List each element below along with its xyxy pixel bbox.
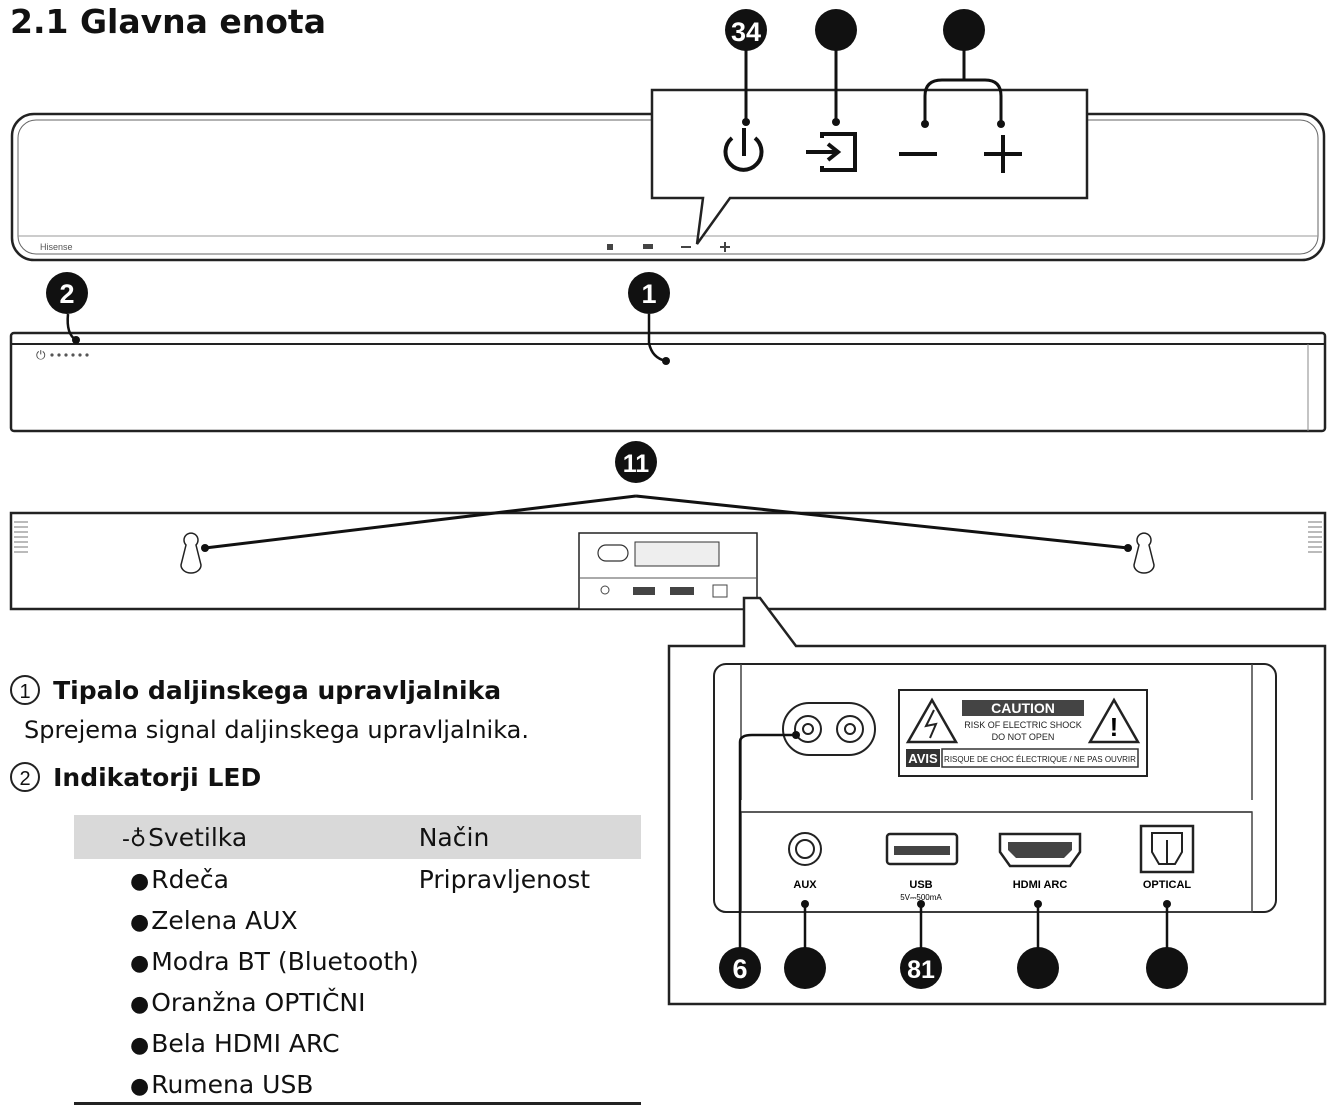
callout-volume [943, 9, 985, 51]
svg-text:2: 2 [59, 279, 74, 309]
table-row: ●Bela HDMI ARC [130, 1029, 340, 1058]
header-light: -♁Svetilka [74, 815, 419, 859]
caution-label: ! CAUTION RISK OF ELECTRIC SHOCK DO NOT … [898, 689, 1148, 777]
svg-text:HDMI ARC: HDMI ARC [1013, 879, 1068, 891]
table-row: ●Oranžna OPTIČNI [130, 988, 366, 1017]
svg-text:AUX: AUX [793, 879, 817, 891]
svg-text:RISK OF ELECTRIC SHOCK: RISK OF ELECTRIC SHOCK [964, 720, 1082, 730]
wall-mount-hole-left [180, 532, 202, 574]
svg-text:OPTICAL: OPTICAL [1143, 879, 1192, 891]
hdmi-port: HDMI ARC [998, 832, 1082, 891]
led-indicator-row: ⏻ [36, 348, 89, 362]
svg-text:⏻: ⏻ [36, 348, 46, 362]
svg-text:5V⎓500mA: 5V⎓500mA [900, 893, 942, 902]
soundbar-front-view: ⏻ [9, 313, 1327, 433]
led-table: -♁Svetilka Način ●Rdeča Pripravljenost ●… [74, 815, 641, 1105]
svg-text:1: 1 [641, 279, 656, 309]
svg-text:11: 11 [623, 450, 650, 478]
mini-input-button [643, 244, 653, 249]
callout-optical [1146, 947, 1188, 989]
light-icon: -♁ [122, 826, 147, 852]
input-source-icon [806, 132, 857, 172]
callout-aux [784, 947, 826, 989]
mini-plus-button [720, 242, 730, 252]
table-header-row: -♁Svetilka Način [74, 815, 641, 859]
table-row: ●Rumena USB [130, 1070, 314, 1099]
rear-panel-zoom: ! CAUTION RISK OF ELECTRIC SHOCK DO NOT … [667, 596, 1327, 1006]
callout-usb: 81 [900, 947, 942, 989]
usb-port: USB 5V⎓500mA [885, 832, 959, 902]
svg-text:RISQUE DE CHOC ÉLECTRIQUE / NE: RISQUE DE CHOC ÉLECTRIQUE / NE PAS OUVRI… [944, 755, 1136, 764]
item-number: 1 [10, 675, 40, 705]
callout-remote-sensor: 1 [628, 272, 670, 314]
svg-text:DO NOT OPEN: DO NOT OPEN [992, 732, 1055, 742]
item-led-indicators: 2 Indikatorji LED [10, 762, 261, 792]
svg-text:!: ! [1110, 712, 1119, 742]
soundbar-rear-view [9, 494, 1327, 611]
header-mode: Način [418, 815, 641, 859]
callout-led: 2 [46, 272, 88, 314]
page-title: 2.1 Glavna enota [10, 2, 326, 41]
table-row: ●Modra BT (Bluetooth) [130, 947, 419, 976]
wall-mount-hole-right [1133, 532, 1155, 574]
bullet-icon: ● [130, 910, 150, 935]
callout-power: 34 [725, 9, 767, 51]
power-icon [723, 128, 764, 172]
item-description: Sprejema signal daljinskega upravljalnik… [24, 716, 530, 744]
callout-wall-mount: 11 [615, 441, 657, 483]
bullet-icon: ● [130, 869, 150, 894]
table-row: ●Zelena AUX [130, 906, 298, 935]
svg-text:6: 6 [732, 954, 747, 984]
item-title: Tipalo daljinskega upravljalnika [53, 675, 502, 705]
caution-title: CAUTION [991, 700, 1055, 716]
mini-power-button [607, 244, 613, 250]
callout-input [815, 9, 857, 51]
item-title: Indikatorji LED [53, 762, 262, 792]
volume-up-icon [984, 135, 1022, 173]
optical-port: OPTICAL [1139, 824, 1195, 891]
callout-hdmi [1017, 947, 1059, 989]
svg-text:81: 81 [907, 956, 935, 984]
callout-power-input: 6 [719, 947, 761, 989]
bullet-icon: ● [130, 951, 150, 976]
table-row: ●Rdeča Pripravljenost [130, 865, 591, 894]
bullet-icon: ● [130, 1033, 150, 1058]
button-zoom-panel [650, 46, 1089, 245]
bullet-icon: ● [130, 992, 150, 1017]
svg-text:USB: USB [909, 879, 932, 891]
item-number: 2 [10, 762, 40, 792]
brand-logo: Hisense [40, 242, 73, 252]
svg-text:AVIS: AVIS [908, 751, 938, 766]
aux-port: AUX [788, 832, 822, 891]
svg-text:34: 34 [731, 17, 761, 47]
table-bottom-rule [74, 1102, 641, 1105]
power-socket [782, 702, 876, 756]
item-remote-sensor: 1 Tipalo daljinskega upravljalnika [10, 675, 501, 705]
bullet-icon: ● [130, 1074, 150, 1099]
